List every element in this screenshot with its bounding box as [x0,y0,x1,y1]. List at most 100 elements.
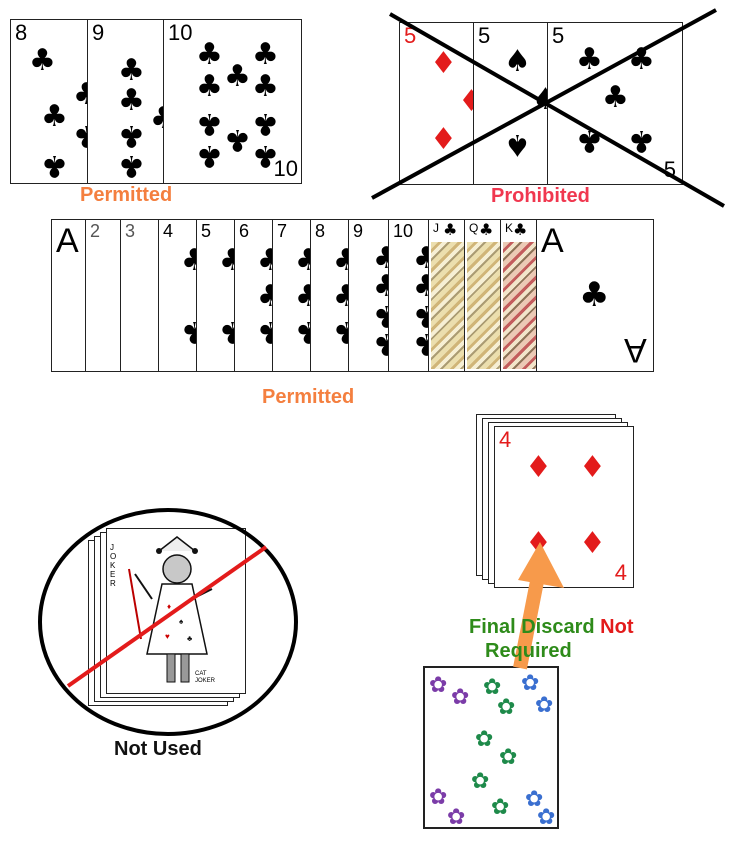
svg-text:♦: ♦ [167,602,171,611]
svg-text:✿: ✿ [471,769,489,794]
svg-text:✿: ✿ [447,805,465,829]
king-face-image [503,242,537,369]
jack-face-image [431,242,465,369]
spade-suit-icon: ♠ [504,47,531,77]
svg-text:✿: ✿ [499,745,517,770]
card-8-clubs: 8 ♣ ♣ ♣ ♣ ♣ [10,19,90,184]
not-used-caption: Not Used [114,738,202,761]
permitted-caption-top: Permitted [80,184,172,207]
card-rank: 10 [393,222,413,240]
club-suit-icon: ♣ [252,72,279,102]
diamond-suit-icon: ♦ [579,453,606,483]
card-rank: 4 [163,222,173,240]
card-rank: 2 [90,222,100,240]
club-suit-icon: ♣ [118,56,145,86]
permitted-caption-middle: Permitted [262,386,354,409]
card-rank: J [433,222,439,234]
club-suit-icon: ♣ [196,72,223,102]
club-suit-icon: ♣ [118,120,145,150]
final-discard-caption: Final Discard Not [469,616,634,639]
svg-text:✿: ✿ [429,673,447,698]
club-suit-icon: ♣ [224,124,251,154]
run-card: 10 ♣ ♣ ♣ ♣ [388,219,432,372]
card-back-deck: ✿✿ ✿✿ ✿✿ ✿✿ ✿✿ ✿✿ ✿✿ [423,666,559,829]
club-suit-icon: ♣ [628,125,655,155]
club-suit-icon: ♣ [576,45,603,75]
club-suit-icon: ♣ [29,46,56,76]
card-10-clubs: 10 ♣ ♣ ♣ ♣ ♣ ♣ ♣ ♣ ♣ ♣ 10 [163,19,302,184]
run-card: 2 [85,219,125,372]
card-rank: A [56,224,79,258]
svg-text:✿: ✿ [491,795,509,820]
diamond-suit-icon: ♦ [579,529,606,559]
card-rank-bottom: 5 [664,159,676,181]
card-rank-bottom: 4 [615,562,627,584]
card-rank: 10 [168,22,192,44]
diamond-suit-icon: ♦ [525,453,552,483]
diamond-suit-icon: ♦ [525,529,552,559]
svg-text:✿: ✿ [497,695,515,720]
svg-text:✿: ✿ [475,727,493,752]
club-suit-icon: ♣ [443,222,457,238]
joker-card: JOKER ♦♠ ♥♣ CAT JOKER [106,528,246,694]
card-rank: 5 [201,222,211,240]
queen-face-image [467,242,501,369]
club-suit-icon: ♣ [41,150,68,180]
not-text: Not [600,616,633,638]
club-suit-icon: ♣ [602,83,629,113]
card-rank: Q [469,222,478,234]
run-card-queen: Q ♣ [464,219,504,372]
card-rank: 9 [92,22,104,44]
card-rank: K [505,222,513,234]
card-rank: 6 [239,222,249,240]
club-suit-icon: ♣ [252,40,279,70]
club-suit-icon: ♣ [41,102,68,132]
club-suit-icon: ♣ [252,108,279,138]
card-5-diamonds: 5 ♦ ♦ ♦ [399,22,475,185]
club-suit-icon: ♣ [628,45,655,75]
card-rank: 5 [552,25,564,47]
club-suit-icon: ♣ [196,140,223,170]
card-rank-bottom: 10 [274,158,298,180]
card-rank: A [541,224,564,258]
svg-text:✿: ✿ [537,805,555,829]
prohibited-caption: Prohibited [491,185,590,208]
card-rank: 4 [499,429,511,451]
club-suit-icon: ♣ [196,108,223,138]
club-suit-icon: ♣ [579,278,609,312]
required-text: Required [485,640,572,663]
run-card-jack: J ♣ [428,219,468,372]
diamond-suit-icon: ♦ [430,125,457,155]
card-rank: 9 [353,222,363,240]
svg-text:✿: ✿ [429,785,447,810]
card-rank: 5 [404,25,416,47]
card-rank: 8 [15,22,27,44]
club-suit-icon: ♣ [224,62,251,92]
card-rank: 7 [277,222,287,240]
card-back-pattern: ✿✿ ✿✿ ✿✿ ✿✿ ✿✿ ✿✿ ✿✿ [425,668,559,829]
svg-text:♣: ♣ [187,634,193,643]
joker-signature: CAT JOKER [195,671,221,685]
run-card-king: K ♣ [500,219,540,372]
joker-cat-illustration: ♦♠ ♥♣ [107,529,246,694]
svg-text:✿: ✿ [451,685,469,710]
club-suit-icon: ♣ [513,222,527,238]
run-card: 9 ♣ ♣ ♣ ♣ [348,219,392,372]
club-suit-icon: ♣ [118,86,145,116]
club-suit-icon: ♣ [576,125,603,155]
card-rank-bottom: A [624,333,647,367]
card-5-clubs: 5 ♣ ♣ ♣ ♣ ♣ 5 [547,22,683,185]
club-suit-icon: ♣ [479,222,493,238]
svg-text:✿: ✿ [535,693,553,718]
card-rank: 5 [478,25,490,47]
card-5-spades: 5 ♠ ♠ ♠ [473,22,549,185]
diamond-suit-icon: ♦ [430,49,457,79]
run-card-ace-high: A ♣ A [536,219,654,372]
club-suit-icon: ♣ [118,150,145,180]
card-rank: 3 [125,222,135,240]
final-discard-text: Final Discard [469,616,595,638]
spade-suit-icon: ♠ [504,129,531,159]
club-suit-icon: ♣ [196,40,223,70]
svg-text:♥: ♥ [165,632,170,641]
card-rank: 8 [315,222,325,240]
